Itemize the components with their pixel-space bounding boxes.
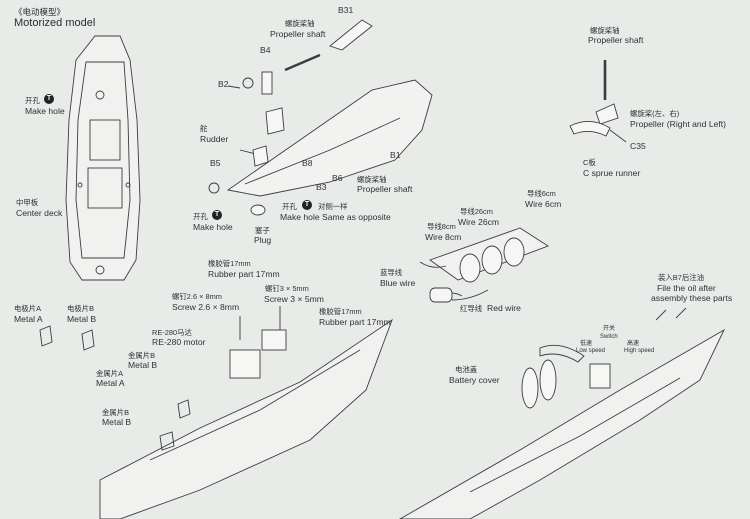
label-r-shaft-zh: 螺旋桨轴 xyxy=(590,26,620,35)
label-csprue-en: C sprue runner xyxy=(583,168,641,178)
label-fileoil-zh: 装入B7后注油 xyxy=(658,273,704,282)
label-c35: C35 xyxy=(630,141,646,151)
label-rubber2-zh: 橡胶管17mm xyxy=(319,307,362,316)
label-makehole2-zh: 开孔 xyxy=(193,212,208,221)
lower-left-hull-drawing xyxy=(39,306,393,519)
label-csprue-zh: C板 xyxy=(583,158,596,167)
label-fileoil-en: File the oil after xyxy=(657,283,716,293)
label-motor-zh: RE-280马达 xyxy=(152,328,192,337)
label-high-zh: 高速 xyxy=(627,341,640,347)
label-shaft2-zh: 螺旋桨轴 xyxy=(357,175,387,184)
label-battery-en: Battery cover xyxy=(449,375,500,385)
label-battery-zh: 电池盖 xyxy=(455,365,478,374)
label-b1: B1 xyxy=(390,150,401,160)
title-english: Motorized model xyxy=(14,17,96,29)
label-makehole2-en: Make hole xyxy=(193,222,233,232)
label-metalB3-zh: 金属片B xyxy=(102,408,130,417)
label-low-en: Low speed xyxy=(576,348,606,354)
make-hole-badge-icon: T xyxy=(212,210,222,220)
center-deck-drawing xyxy=(65,35,141,281)
label-high-en: High speed xyxy=(624,348,655,354)
label-b4: B4 xyxy=(260,45,271,55)
label-metalA2-en: Metal A xyxy=(96,378,125,388)
label-rudder-zh: 舵 xyxy=(200,124,208,133)
label-metalB3-en: Metal B xyxy=(102,417,132,427)
label-switch-en: Switch xyxy=(600,334,618,340)
label-rubber2-en: Rubber part 17mm xyxy=(319,317,391,327)
label-same-en: Same as opposite xyxy=(322,212,391,222)
label-b8: B8 xyxy=(302,158,313,168)
label-plug-en: Plug xyxy=(254,235,272,245)
label-switch-zh: 开关 xyxy=(603,326,616,332)
label-motor-en: RE-280 motor xyxy=(152,337,206,347)
label-b31: B31 xyxy=(338,5,354,15)
label-b3: B3 xyxy=(316,182,327,192)
upper-hull-drawing xyxy=(208,19,433,216)
label-same-zh: 对侧一样 xyxy=(318,202,348,211)
label-centerdeck-zh: 中甲板 xyxy=(16,198,39,207)
label-r-shaft-en: Propeller shaft xyxy=(588,35,644,45)
label-b6: B6 xyxy=(332,173,343,183)
label-screw26-en: Screw 2.6 × 8mm xyxy=(172,302,240,312)
make-hole-badge-icon: T xyxy=(302,200,312,210)
make-hole-badge-icon: T xyxy=(44,94,54,104)
label-redwire-zh: 红导线 xyxy=(460,304,483,313)
label-metalA1-en: Metal A xyxy=(14,314,43,324)
label-fileoil-en2: assembly these parts xyxy=(651,293,733,303)
label-low-zh: 低速 xyxy=(580,341,593,347)
label-rubber1-en: Rubber part 17mm xyxy=(208,269,280,279)
label-makehole1-en: Make hole xyxy=(25,106,65,116)
label-metalB2-en: Metal B xyxy=(128,360,158,370)
label-wire8-en: Wire 8cm xyxy=(425,232,462,242)
label-centerdeck-en: Center deck xyxy=(16,208,63,218)
label-wire8-zh: 导线8cm xyxy=(427,222,456,231)
label-r-prop-en: Propeller (Right and Left) xyxy=(630,119,727,129)
label-screw3-zh: 螺钉3 × 5mm xyxy=(265,284,309,293)
label-shaft-en: Propeller shaft xyxy=(270,29,326,39)
label-wire26-zh: 导线26cm xyxy=(460,207,493,216)
label-rudder-en: Rudder xyxy=(200,134,229,144)
label-metalB1-zh: 电极片B xyxy=(67,304,95,313)
label-b2: B2 xyxy=(218,79,229,89)
propeller-detail-drawing xyxy=(569,60,627,143)
label-wire6-en: Wire 6cm xyxy=(525,199,562,209)
label-bluewire-zh: 蓝导线 xyxy=(380,268,403,277)
label-wire26-en: Wire 26cm xyxy=(458,217,500,227)
label-makehole3-zh: 开孔 xyxy=(282,202,297,211)
title-chinese: 《电动模型》 xyxy=(14,7,66,17)
label-makehole3-en: Make hole xyxy=(280,212,320,222)
label-wire6-zh: 导线6cm xyxy=(527,189,556,198)
label-rubber1-zh: 橡胶管17mm xyxy=(208,259,251,268)
label-makehole1-zh: 开孔 xyxy=(25,96,40,105)
label-b5: B5 xyxy=(210,158,221,168)
label-r-prop-zh: 螺旋桨(左、右) xyxy=(630,109,680,118)
label-plug-zh: 塞子 xyxy=(255,226,270,235)
label-screw26-zh: 螺钉2.6 × 8mm xyxy=(172,292,222,301)
label-metalB1-en: Metal B xyxy=(67,314,97,324)
label-screw3-en: Screw 3 × 5mm xyxy=(264,294,324,304)
label-redwire-en: Red wire xyxy=(487,303,521,313)
label-metalA2-zh: 金属片A xyxy=(96,369,124,378)
label-metalB2-zh: 金属片B xyxy=(128,351,156,360)
battery-box-drawing xyxy=(419,227,549,303)
label-metalA1-zh: 电极片A xyxy=(14,304,42,313)
lower-right-hull-drawing xyxy=(399,307,726,519)
label-shaft-zh: 螺旋桨轴 xyxy=(285,19,315,28)
label-bluewire-en: Blue wire xyxy=(380,278,416,288)
label-shaft2-en: Propeller shaft xyxy=(357,184,413,194)
